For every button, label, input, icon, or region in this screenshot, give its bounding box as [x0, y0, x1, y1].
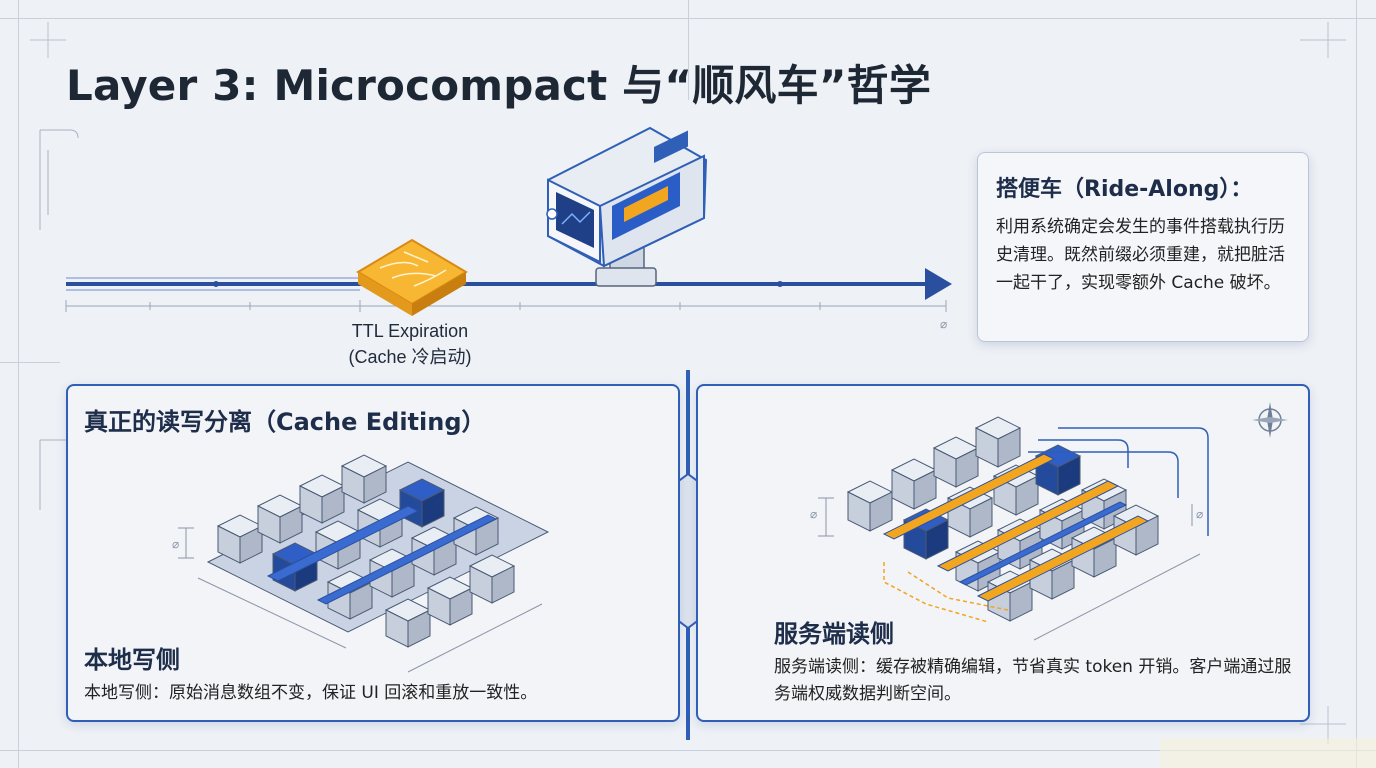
right-block-2	[932, 436, 980, 488]
frame-line-vertical-mid	[688, 0, 689, 100]
panel-title: 真正的读写分离（Cache Editing）	[84, 408, 486, 436]
local-write-desc: 本地写侧：原始消息数组不变，保证 UI 回滚和重放一致性。	[84, 683, 538, 703]
compass-icon	[1252, 402, 1288, 438]
right-orange-stripe-2	[976, 515, 1150, 602]
right-block-0	[846, 480, 894, 532]
ttl-expiration-label: TTL Expiration (Cache 冷启动)	[320, 318, 500, 370]
left-block-3	[340, 454, 388, 504]
callout-title: 搭便车（Ride-Along）：	[996, 177, 1253, 202]
cache-editing-panel: 真正的读写分离（Cache Editing） ⌀ 本地写侧 本地写侧：原始消息数…	[66, 384, 680, 722]
frame-line-horizontal-mid	[0, 362, 60, 363]
timeline: ⌀	[65, 268, 952, 331]
callout-body: 利用系统确定会发生的事件搭载执行历史清理。既然前缀必须重建，就把脏活一起干了，实…	[996, 217, 1285, 293]
server-read-desc: 服务端读侧：缓存被精确编辑，节省真实 token 开销。客户端通过服务端权威数据…	[774, 657, 1292, 704]
right-block-1	[890, 458, 938, 510]
left-stripe-1	[316, 514, 498, 605]
right-blue-stripe-0	[958, 501, 1128, 586]
left-block-7	[398, 478, 446, 528]
local-write-blocks-illustration: ⌀	[172, 454, 550, 673]
server-read-panel: ⌀ ⌀ 服务端读侧 服务端读侧：缓存被精确编辑，节省真实 token 开销。客户…	[696, 384, 1310, 722]
ttl-expiration-title: TTL Expiration	[351, 321, 469, 341]
server-read-blocks-illustration: ⌀ ⌀	[810, 416, 1209, 641]
left-block-1	[256, 494, 304, 544]
left-diameter-mark: ⌀	[172, 537, 179, 551]
frame-line-left	[18, 0, 19, 768]
right-orange-stripe-0	[882, 453, 1056, 540]
corner-marks	[30, 22, 1346, 744]
ttl-expiration-subtitle: (Cache 冷启动)	[348, 347, 472, 367]
left-block-12	[384, 598, 432, 648]
left-stripe-0	[266, 505, 420, 582]
server-read-title: 服务端读侧	[774, 620, 894, 648]
left-block-2	[298, 474, 346, 524]
timeline-diameter-mark: ⌀	[940, 317, 947, 331]
page-title: Layer 3: Microcompact 与“顺风车”哲学	[66, 61, 932, 110]
frame-line-bottom	[0, 750, 1376, 751]
right-orange-stripe-1	[936, 480, 1120, 572]
left-block-13	[426, 576, 474, 626]
chip-icon	[356, 238, 468, 316]
left-block-14	[468, 554, 516, 604]
right-diameter-mark-right: ⌀	[1196, 507, 1203, 521]
camera-device-icon	[546, 126, 708, 287]
left-block-0	[216, 514, 264, 564]
frame-line-right	[1356, 0, 1357, 768]
local-write-title: 本地写侧	[84, 646, 180, 674]
right-diameter-mark-left: ⌀	[810, 507, 817, 521]
right-block-3	[974, 416, 1022, 468]
arrow-right-icon	[925, 268, 952, 300]
ride-along-callout: 搭便车（Ride-Along）： 利用系统确定会发生的事件搭载执行历史清理。既然…	[977, 152, 1309, 342]
